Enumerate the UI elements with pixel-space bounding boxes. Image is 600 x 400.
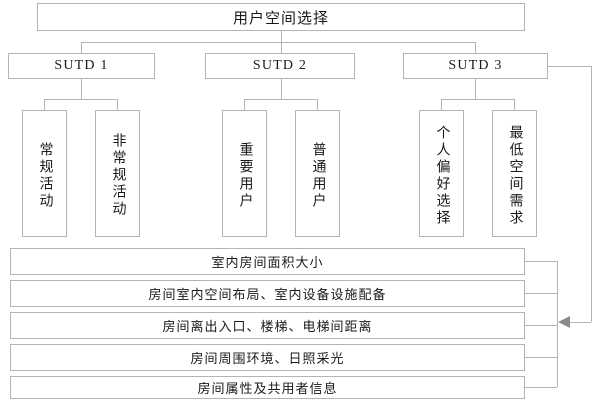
connector-sutd1-stem [81, 79, 82, 99]
arrow-head-icon [558, 316, 570, 328]
node-ordinary-user-label: 普通用户 [310, 141, 326, 210]
node-minimum-space-requirement: 最低空间需求 [492, 110, 537, 237]
node-minimum-space-requirement-label: 最低空间需求 [507, 124, 523, 227]
connector-sutd3-exit [548, 66, 591, 67]
connector-stub-layout-equipment [525, 293, 557, 294]
attribute-row-layout-equipment: 房间室内空间布局、室内设备设施配备 [10, 280, 525, 307]
connector-sutd3-down [591, 66, 592, 322]
attribute-row-surroundings-daylight: 房间周围环境、日照采光 [10, 344, 525, 371]
connector-stub-room-area [525, 261, 557, 262]
connector-stub-surroundings [525, 357, 557, 358]
node-sutd-3: SUTD 3 [403, 53, 548, 79]
connector-sutd1-bus [44, 99, 118, 100]
connector-attributes-vertical-bus [557, 261, 558, 387]
attribute-row-room-attributes-sharers: 房间属性及共用者信息 [10, 376, 525, 399]
connector-stub-attributes-sharers [525, 387, 557, 388]
attribute-row-room-attributes-sharers-label: 房间属性及共用者信息 [197, 381, 338, 396]
attribute-row-room-area: 室内房间面积大小 [10, 248, 525, 275]
node-regular-activity-label: 常规活动 [37, 141, 53, 210]
root-node-label: 用户空间选择 [232, 10, 329, 27]
node-sutd-1-label: SUTD 1 [54, 58, 109, 73]
connector-drop-ordinary-user [317, 99, 318, 110]
node-personal-preference-label: 个人偏好选择 [434, 124, 450, 227]
node-irregular-activity: 非常规活动 [95, 110, 140, 237]
node-sutd-3-label: SUTD 3 [448, 58, 503, 73]
attribute-row-distance-entrance-stairs-elevator-label: 房间离出入口、楼梯、电梯间距离 [162, 319, 373, 334]
connector-drop-important-user [244, 99, 245, 110]
node-ordinary-user: 普通用户 [295, 110, 340, 237]
node-sutd-2: SUTD 2 [205, 53, 355, 79]
connector-sutd2-stem [281, 79, 282, 99]
connector-sutd3-into-bus [570, 322, 591, 323]
connector-drop-regular-activity [44, 99, 45, 110]
node-irregular-activity-label: 非常规活动 [110, 133, 126, 218]
connector-drop-personal-preference [441, 99, 442, 110]
connector-drop-sutd3 [475, 42, 476, 53]
node-sutd-1: SUTD 1 [8, 53, 155, 79]
node-personal-preference: 个人偏好选择 [419, 110, 464, 237]
node-regular-activity: 常规活动 [22, 110, 67, 237]
node-sutd-2-label: SUTD 2 [252, 58, 308, 73]
root-node-user-space-selection: 用户空间选择 [37, 3, 525, 31]
connector-sutd3-stem [475, 79, 476, 99]
attribute-row-room-area-label: 室内房间面积大小 [211, 255, 324, 270]
connector-drop-sutd1 [81, 42, 82, 53]
connector-root-stem [281, 31, 282, 42]
connector-drop-minimum-space [514, 99, 515, 110]
attribute-row-distance-entrance-stairs-elevator: 房间离出入口、楼梯、电梯间距离 [10, 312, 525, 339]
connector-stub-distance [525, 325, 557, 326]
connector-level2-bus [81, 42, 475, 43]
connector-drop-sutd2 [281, 42, 282, 53]
node-important-user-label: 重要用户 [237, 141, 253, 210]
attribute-row-surroundings-daylight-label: 房间周围环境、日照采光 [190, 351, 345, 366]
connector-drop-irregular-activity [117, 99, 118, 110]
attribute-row-layout-equipment-label: 房间室内空间布局、室内设备设施配备 [148, 287, 387, 302]
connector-sutd2-bus [244, 99, 318, 100]
connector-sutd3-bus [441, 99, 515, 100]
node-important-user: 重要用户 [222, 110, 267, 237]
